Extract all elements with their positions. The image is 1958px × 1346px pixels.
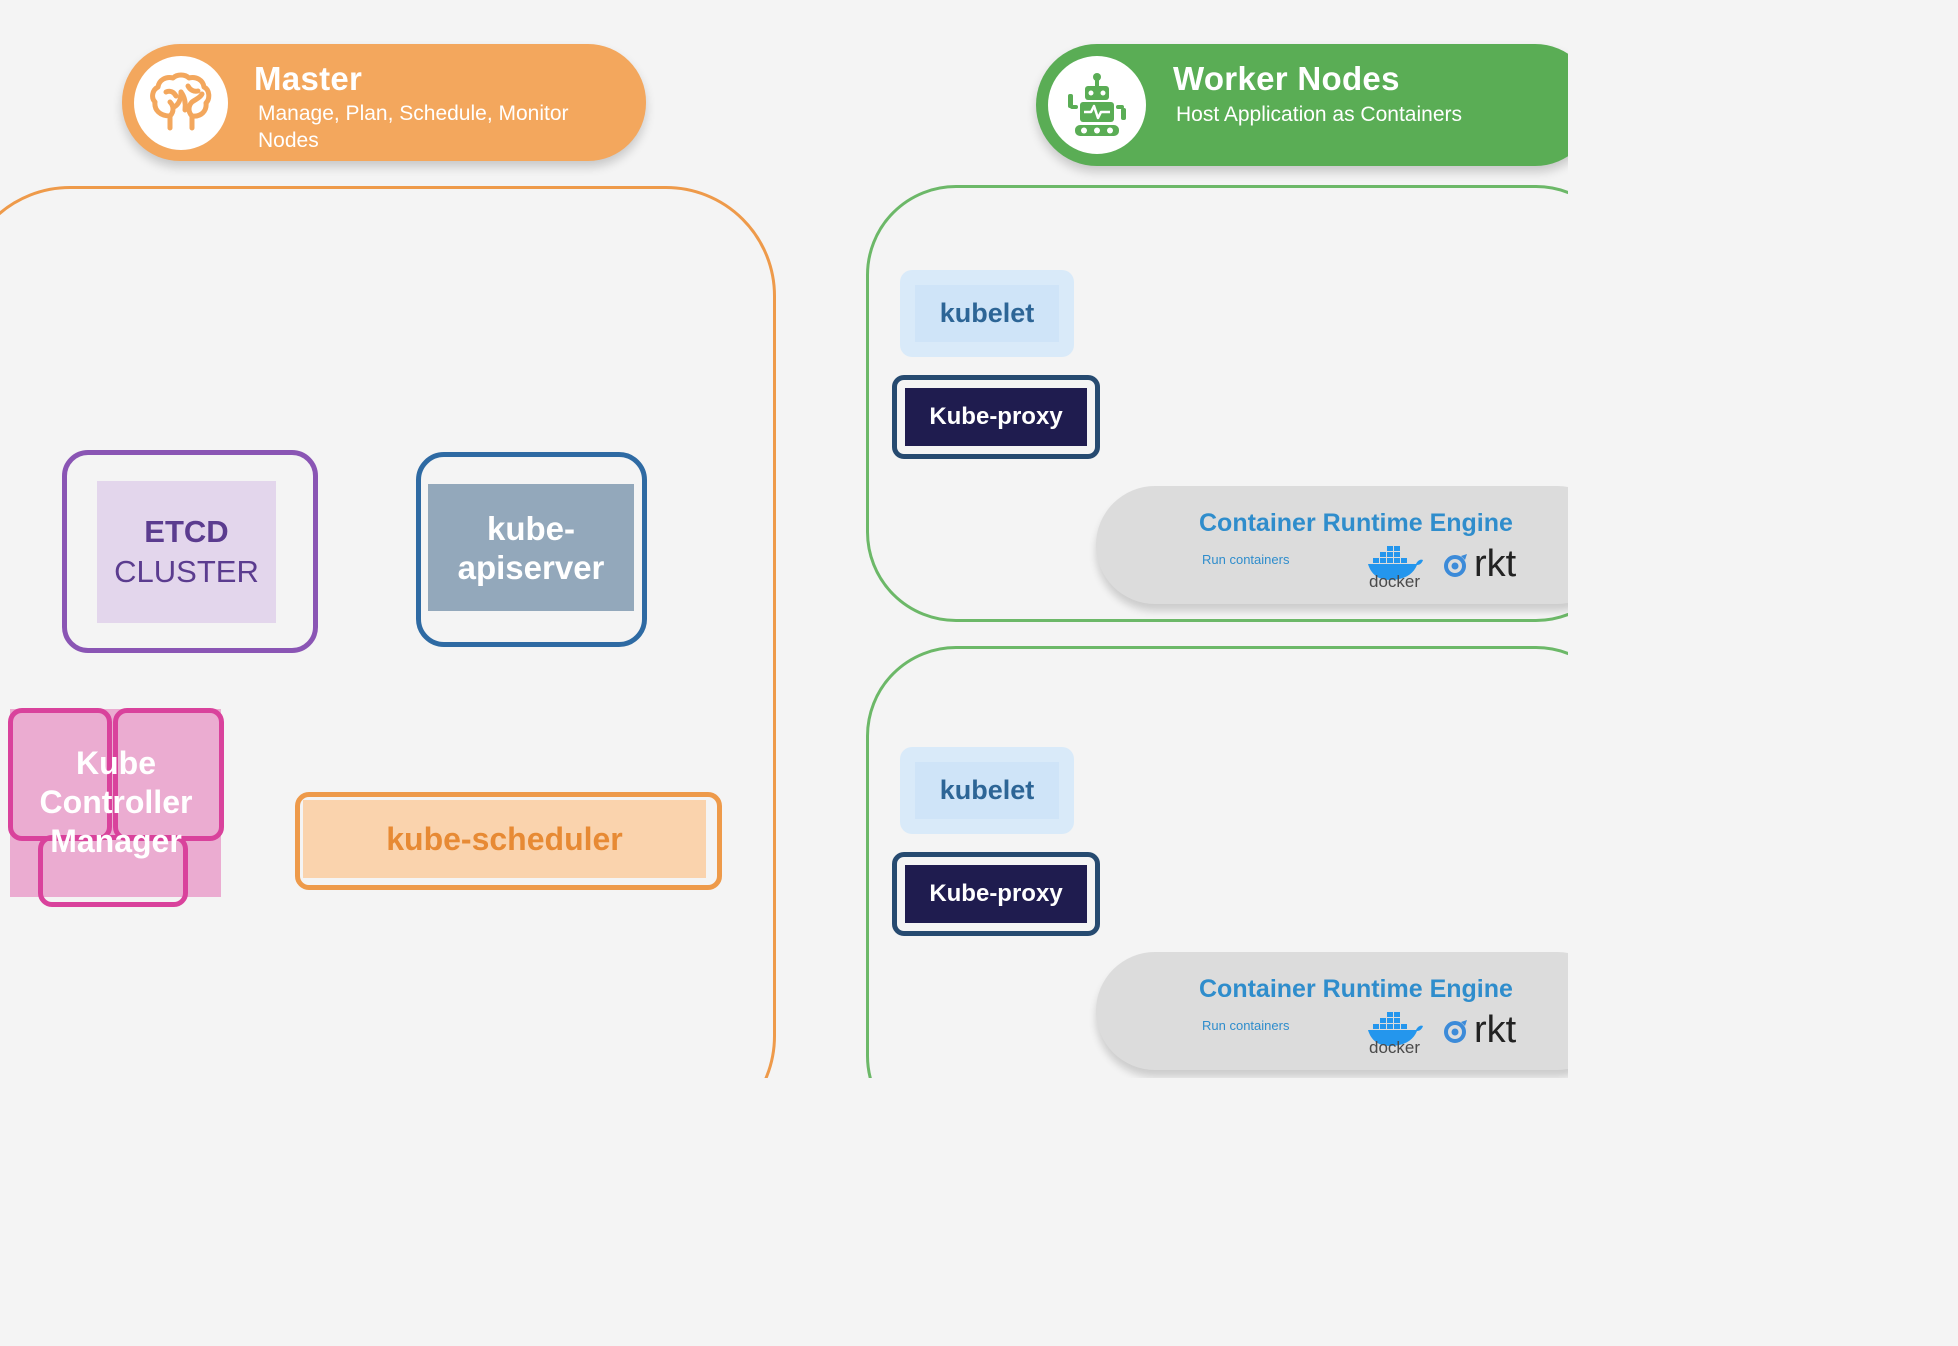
kube-apiserver: kube- apiserver [428,484,634,611]
kube-proxy-label-1: Kube-proxy [929,403,1063,430]
docker-label-2: docker [1369,1038,1421,1057]
robot-icon [1048,56,1146,154]
cluster-label: CLUSTER [114,554,259,589]
docker-label-1: docker [1369,572,1421,591]
container-runtime-engine-2: Container Runtime Engine Run containers … [1096,952,1568,1070]
worker-header: Worker Nodes Host Application as Contain… [1036,44,1568,166]
docker-whale-icon [1368,546,1423,580]
etcd-cluster: ETCD CLUSTER [97,481,276,623]
kube-scheduler: kube-scheduler [303,800,706,878]
worker-title: Worker Nodes [1173,60,1400,97]
rkt-logo-icon [1444,1020,1467,1043]
kube-apiserver-frame [416,452,647,647]
master-node-box [0,186,776,1078]
worker-node-box-2 [866,646,1568,1078]
kubernetes-architecture-diagram: Master Manage, Plan, Schedule, Monitor N… [0,44,1568,1078]
worker-subtitle: Host Application as Containers [1176,103,1462,126]
controller-manager-label: Kube Controller Manager [39,745,193,859]
kube-proxy-2: Kube-proxy [905,865,1087,923]
master-header: Master Manage, Plan, Schedule, Monitor N… [122,44,646,161]
runtime-title-1: Container Runtime Engine [1199,509,1513,537]
kube-apiserver-label: kube- apiserver [457,509,605,586]
kube-proxy-label-2: Kube-proxy [929,880,1063,907]
runtime-subtitle-1: Run containers [1202,552,1290,567]
rkt-logo-icon [1444,554,1467,577]
master-title: Master [254,60,363,97]
container-runtime-engine-1: Container Runtime Engine Run containers … [1096,486,1568,604]
kube-proxy-frame-1 [892,375,1100,459]
etcd-cluster-frame [62,450,318,653]
rkt-label-1: rkt [1474,543,1517,585]
kubelet-2: kubelet [915,762,1059,819]
kube-scheduler-label: kube-scheduler [386,820,623,857]
kube-proxy-frame-2 [892,852,1100,936]
etcd-label: ETCD [144,514,229,549]
brain-icon [134,56,228,150]
runtime-subtitle-2: Run containers [1202,1018,1290,1033]
docker-whale-icon [1368,1012,1423,1046]
kubelet-label-1: kubelet [939,298,1035,328]
master-subtitle: Manage, Plan, Schedule, Monitor Nodes [258,102,569,152]
kubelet-label-2: kubelet [939,775,1035,805]
kube-scheduler-frame [295,792,722,890]
worker-node-box-1 [866,185,1568,622]
kubelet-1: kubelet [915,285,1059,342]
rkt-label-2: rkt [1474,1009,1517,1051]
controller-frame-3 [38,835,188,907]
runtime-title-2: Container Runtime Engine [1199,975,1513,1003]
kube-proxy-1: Kube-proxy [905,388,1087,446]
